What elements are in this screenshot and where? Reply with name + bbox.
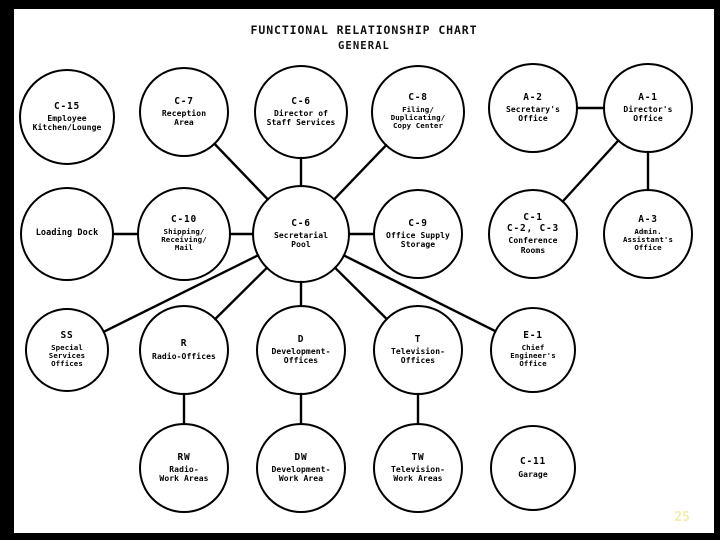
node-label: Radio- Work Areas (159, 465, 209, 484)
node-label: Employee Kitchen/Lounge (32, 114, 102, 133)
node-label: Special Services Offices (48, 342, 86, 369)
node-code: C-11 (519, 456, 547, 468)
node-label: Conference Rooms (508, 236, 558, 255)
connection-line (333, 144, 388, 201)
node-code: C-8 (408, 92, 428, 104)
connection-line (214, 266, 269, 321)
node-code: C-9 (408, 217, 428, 229)
node-t[interactable]: T Television- Offices (373, 305, 463, 395)
connection-line (342, 254, 497, 333)
node-label: Radio-Offices (152, 351, 216, 361)
node-tw[interactable]: TW Television- Work Areas (373, 423, 463, 513)
connection-lines-layer (102, 106, 650, 426)
node-d[interactable]: D Development- Offices (256, 305, 346, 395)
chart-subtitle: GENERAL (338, 40, 390, 52)
node-label: Chief Engineer's Office (510, 342, 556, 369)
node-code: E-1 (523, 330, 543, 342)
node-label: Development- Offices (271, 347, 331, 366)
connection-line (333, 266, 388, 321)
node-code: SS (60, 330, 74, 342)
node-code: C-1 C-2, C-3 (506, 212, 560, 235)
node-label: Television- Work Areas (390, 465, 446, 484)
node-label: Office Supply Storage (386, 231, 450, 250)
node-code: RW (177, 451, 191, 463)
node-code: A-2 (523, 91, 543, 103)
node-label: Television- Offices (390, 347, 446, 366)
node-label: Director of Staff Services (266, 109, 336, 128)
node-code: C-6 (291, 217, 311, 229)
node-code: A-3 (638, 214, 658, 226)
node-code: A-1 (638, 91, 658, 103)
node-code: C-10 (170, 214, 198, 226)
node-label: Development- Work Area (271, 465, 331, 484)
node-code: DW (294, 451, 308, 463)
node-code: T (414, 333, 422, 345)
node-label: Filing/ Duplicating/ Copy Center (390, 104, 446, 131)
node-label: Secretary's Office (505, 105, 561, 124)
node-code: R (180, 338, 188, 350)
node-label: Loading Dock (35, 228, 99, 239)
connection-line (561, 139, 620, 203)
chart-sheet: FUNCTIONAL RELATIONSHIP CHART GENERAL C-… (14, 9, 714, 533)
node-code: TW (411, 451, 425, 463)
node-dock[interactable]: Loading Dock (20, 187, 114, 281)
page-number: 25 (674, 510, 690, 525)
node-label: Secretarial Pool (273, 231, 329, 250)
node-dw[interactable]: DW Development- Work Area (256, 423, 346, 513)
node-label: Admin. Assistant's Office (622, 226, 674, 253)
node-label: Reception Area (161, 109, 207, 128)
connection-line (213, 142, 269, 201)
node-label: Director's Office (623, 105, 673, 124)
node-code: D (297, 333, 305, 345)
chart-title: FUNCTIONAL RELATIONSHIP CHART (250, 23, 478, 37)
node-rw[interactable]: RW Radio- Work Areas (139, 423, 229, 513)
node-code: C-7 (174, 95, 194, 107)
node-label: Garage (518, 469, 548, 479)
node-code: C-15 (53, 100, 81, 112)
connection-line (102, 254, 260, 333)
node-code: C-6 (291, 95, 311, 107)
node-label: Shipping/ Receiving/ Mail (161, 226, 207, 253)
